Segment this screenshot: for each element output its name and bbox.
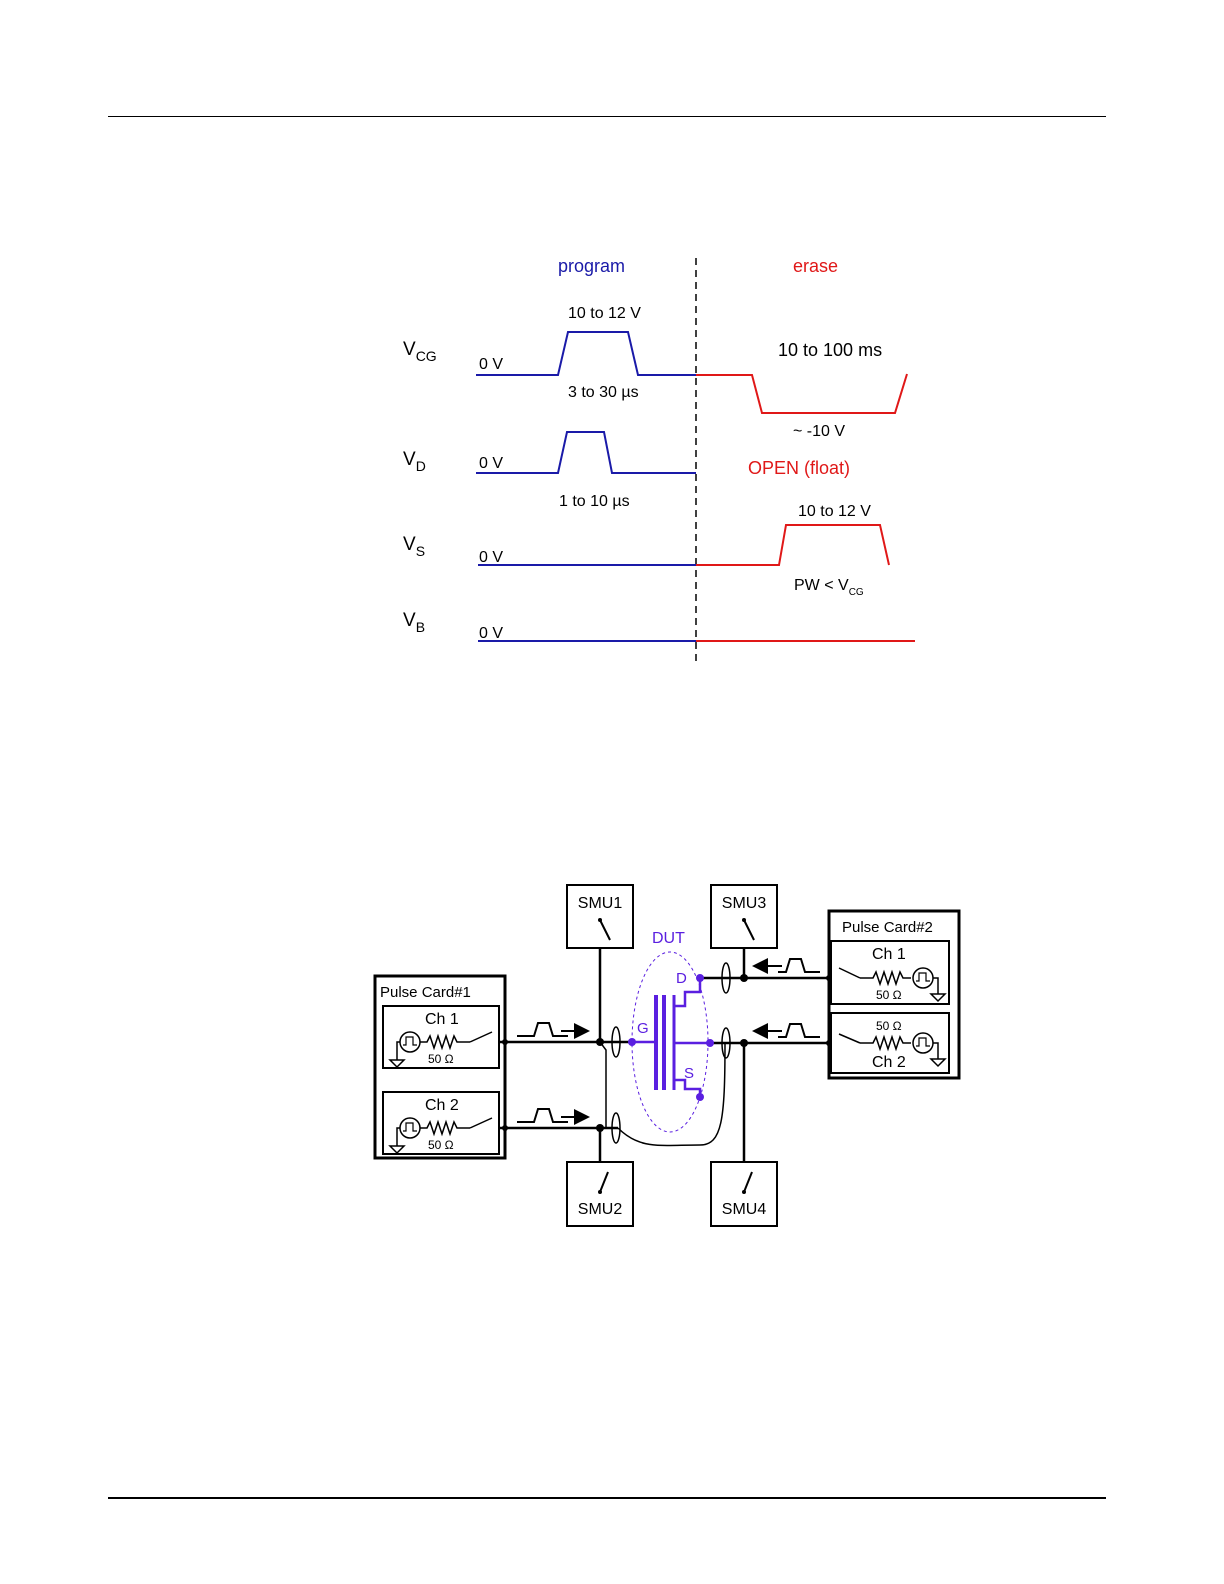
vd-program-waveform [476,432,696,473]
vcg-label: VCG [403,339,437,364]
vb-zero-label: 0 V [479,625,503,642]
source-terminal-label: S [684,1065,694,1082]
pc1-ch2-resistance: 50 Ω [428,1138,454,1152]
junction-dots [502,974,832,1132]
pulse-arrow-pc2-ch2 [756,1024,820,1037]
source-return-wires [600,1042,725,1145]
vd-erase-state: OPEN (float) [748,458,850,478]
pulse-card-2-title: Pulse Card#2 [842,919,933,936]
pc2-ch1-switch-icon [839,968,860,978]
pc1-ch1-resistor-icon [420,1036,470,1048]
pc1-ch1-switch-icon [470,1032,492,1042]
vs-erase-width: PW < VCG [794,577,864,598]
pc2-ch1-ground-icon [931,994,945,1001]
pc2-ch2-label: Ch 2 [872,1054,906,1071]
vcg-program-amplitude: 10 to 12 V [568,305,641,322]
pulse-card-2: Pulse Card#2 Ch 1 50 Ω 50 Ω Ch 2 [829,911,959,1078]
pc1-ch2-ground-icon [390,1146,404,1153]
pulse-card-1-title: Pulse Card#1 [380,984,471,1001]
vs-erase-waveform [696,525,889,565]
erase-heading: erase [793,256,838,276]
pc1-ch2-label: Ch 2 [425,1097,459,1114]
pc1-ch1-source-icon [400,1032,420,1052]
pc2-ch2-ground-icon [931,1059,945,1066]
dut-label: DUT [652,930,685,947]
timing-diagram: program erase VCG VD VS VB 0 V 0 V 0 V 0… [0,0,1224,700]
smu4-box: SMU4 [711,1162,777,1226]
wiring [499,948,831,1162]
drain-terminal-label: D [676,970,687,987]
pulse-arrow-pc1-ch2 [517,1109,586,1122]
program-heading: program [558,256,625,276]
smu4-label: SMU4 [722,1201,767,1218]
pulse-card-1: Pulse Card#1 Ch 1 50 Ω Ch 2 50 Ω [375,976,505,1158]
vs-erase-amplitude: 10 to 12 V [798,503,871,520]
gate-terminal-label: G [637,1020,649,1037]
pc2-ch1-resistance: 50 Ω [876,988,902,1002]
pc2-ch2-source-icon [913,1033,933,1053]
dut-transistor: DUT G D S [628,930,714,1132]
vcg-program-width: 3 to 30 µs [568,384,639,401]
pc1-ch1-resistance: 50 Ω [428,1052,454,1066]
pc2-ch2-resistance: 50 Ω [876,1019,902,1033]
dut-outline [632,952,708,1132]
smu1-label: SMU1 [578,895,623,912]
pc2-ch1-source-icon [913,968,933,988]
vs-label: VS [403,534,425,559]
pulse-arrow-pc1-ch1 [517,1023,586,1036]
vcg-erase-waveform [696,374,907,413]
pc2-ch2-switch-icon [839,1034,860,1043]
cable-shields [612,963,730,1143]
smu1-box: SMU1 [567,885,633,948]
pc1-ch2-resistor-icon [420,1122,470,1134]
vcg-zero-label: 0 V [479,356,503,373]
vb-label: VB [403,610,425,635]
pc2-ch2-resistor-icon [860,1037,911,1049]
vcg-erase-width: 10 to 100 ms [778,340,882,360]
pc1-ch2-source-icon [400,1118,420,1138]
footer-rule [108,1497,1106,1499]
smu3-box: SMU3 [711,885,777,948]
vd-program-width: 1 to 10 µs [559,493,630,510]
pc2-ch1-resistor-icon [860,972,911,984]
pulse-arrow-pc2-ch1 [756,959,820,972]
vcg-erase-amplitude: ~ -10 V [793,423,845,440]
vcg-program-waveform [476,332,696,375]
vs-zero-label: 0 V [479,549,503,566]
vd-zero-label: 0 V [479,455,503,472]
pc2-ch1-label: Ch 1 [872,946,906,963]
smu3-label: SMU3 [722,895,767,912]
pc1-ch1-label: Ch 1 [425,1011,459,1028]
pc1-ch1-ground-icon [390,1060,404,1067]
smu2-label: SMU2 [578,1201,623,1218]
pc1-ch2-switch-icon [470,1118,492,1128]
vd-label: VD [403,449,426,474]
smu2-box: SMU2 [567,1162,633,1226]
